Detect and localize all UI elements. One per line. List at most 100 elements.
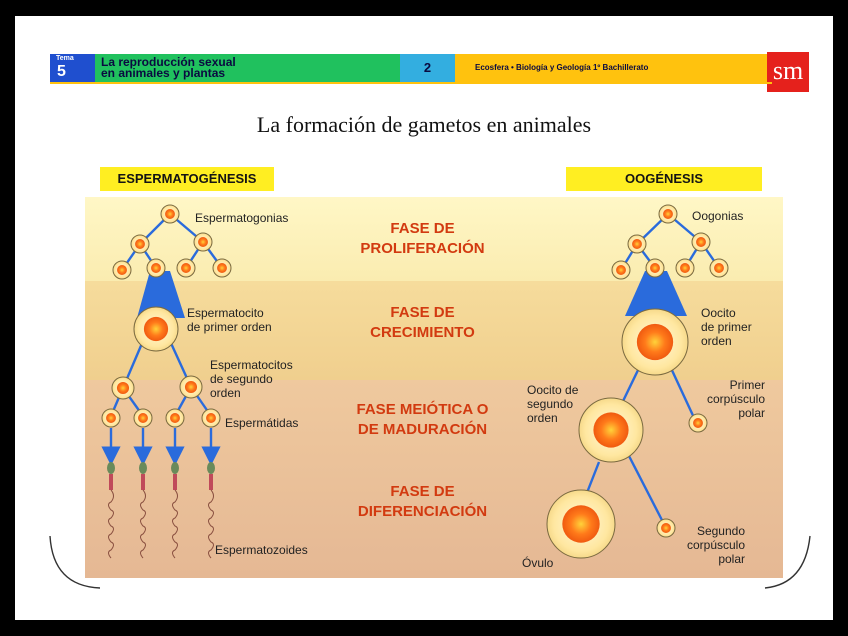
phase-meiotic-line1: FASE MEIÓTICA O xyxy=(356,401,489,418)
tema-label: Tema xyxy=(56,55,74,62)
spermatozoon-1 xyxy=(107,462,115,559)
cell-spermatogonium-top xyxy=(160,204,180,224)
page-title: La formación de gametos en animales xyxy=(256,112,592,137)
label-secondary-oocyte-line3: orden xyxy=(527,411,558,425)
cell-secondary-oocyte xyxy=(578,397,644,463)
label-primary-spermatocyte: Espermatocito de primer orden xyxy=(187,306,272,334)
cell-secondary-oocyte-nucleus xyxy=(593,412,629,448)
spermatozoon-2-head xyxy=(139,462,147,474)
label-oogonia: Oogonias xyxy=(692,209,744,223)
cell-second-polar-body xyxy=(656,518,676,538)
cell-oogonium-right xyxy=(691,232,711,252)
cell-oogonium-top xyxy=(658,204,678,224)
cell-spermatid-2-nucleus xyxy=(138,413,148,423)
label-spermatids: Espermátidas xyxy=(225,416,299,430)
phase-proliferation-line2: PROLIFERACIÓN xyxy=(360,240,485,257)
book-info-box: Ecosfera • Biología y Geología 1º Bachil… xyxy=(455,54,775,82)
spermatozoon-4-head xyxy=(207,462,215,474)
cell-secondary-spermatocyte-right-nucleus xyxy=(184,380,198,394)
label-secondary-oocyte-line2: segundo xyxy=(527,397,574,411)
cell-spermatid-2 xyxy=(133,408,153,428)
cell-primary-oocyte xyxy=(621,308,689,376)
phase-proliferation-line1: FASE DE xyxy=(390,220,455,237)
cell-spermatogonium-right xyxy=(193,232,213,252)
spermatozoon-1-tail xyxy=(108,489,114,559)
publisher-logo: sm xyxy=(767,52,809,92)
unit-title-line2: en animales y plantas xyxy=(101,66,226,80)
cell-spermatogonium-bottom-3-nucleus xyxy=(181,263,191,273)
phase-meiotic: FASE MEIÓTICA O DE MADURACIÓN xyxy=(325,400,520,440)
growth-fan-left xyxy=(137,271,185,318)
cell-oogonium-left xyxy=(627,234,647,254)
cell-oogonium-bottom-1 xyxy=(611,260,631,280)
cell-first-polar-body xyxy=(688,413,708,433)
cell-secondary-spermatocyte-left-nucleus xyxy=(116,381,130,395)
label-primary-spermatocyte-line1: Espermatocito xyxy=(187,306,264,320)
label-primary-spermatocyte-line2: de primer orden xyxy=(187,320,272,334)
cell-spermatid-3 xyxy=(165,408,185,428)
cell-spermatogonium-top-nucleus xyxy=(165,209,175,219)
cell-spermatogonium-bottom-1-nucleus xyxy=(117,265,127,275)
label-first-polar-body: Primer corpúsculo polar xyxy=(705,378,765,420)
cell-primary-oocyte-nucleus xyxy=(636,323,674,361)
label-first-polar-body-line2: corpúsculo xyxy=(706,392,765,406)
cell-oogonium-bottom-3-nucleus xyxy=(680,263,690,273)
label-secondary-spermatocytes-line1: Espermatocitos xyxy=(210,358,293,372)
phase-differentiation-line2: DIFERENCIACIÓN xyxy=(357,503,488,520)
cell-spermatid-3-nucleus xyxy=(170,413,180,423)
phase-growth-line2: CRECIMIENTO xyxy=(370,324,475,341)
spermatozoon-4-tail xyxy=(208,489,214,559)
label-secondary-spermatocytes-line3: orden xyxy=(210,386,241,400)
phase-proliferation: FASE DE PROLIFERACIÓN xyxy=(325,219,520,259)
spermatozoon-4-midpiece xyxy=(209,474,213,490)
cell-ovum xyxy=(546,489,616,559)
label-second-polar-body: Segundo corpúsculo polar xyxy=(675,524,745,566)
label-first-polar-body-line3: polar xyxy=(738,406,765,420)
cell-oogonium-bottom-1-nucleus xyxy=(616,265,626,275)
book-info: Ecosfera • Biología y Geología 1º Bachil… xyxy=(475,63,649,72)
label-primary-oocyte-line1: Oocito xyxy=(701,306,736,320)
spermatozoon-2-midpiece xyxy=(141,474,145,490)
cell-ovum-nucleus xyxy=(562,505,600,543)
band-maturation xyxy=(85,380,783,578)
label-secondary-oocyte: Oocito de segundo orden xyxy=(527,383,578,425)
label-primary-oocyte: Oocito de primer orden xyxy=(701,306,752,348)
growth-fan-right xyxy=(625,271,687,316)
phase-meiotic-line2: DE MADURACIÓN xyxy=(357,421,488,438)
spermatozoon-3-midpiece xyxy=(173,474,177,490)
section-oogenesis: OOGÉNESIS xyxy=(566,167,762,191)
spermatozoon-1-head xyxy=(107,462,115,474)
label-second-polar-body-line1: Segundo xyxy=(696,524,745,538)
cell-secondary-spermatocyte-left xyxy=(111,376,135,400)
label-secondary-spermatocytes: Espermatocitos de segundo orden xyxy=(210,358,293,400)
spermatozoon-3 xyxy=(171,462,179,559)
cell-oogonium-bottom-4-nucleus xyxy=(714,263,724,273)
cell-oogonium-bottom-4 xyxy=(709,258,729,278)
cell-spermatogonium-left-nucleus xyxy=(135,239,145,249)
label-second-polar-body-line3: polar xyxy=(718,552,745,566)
cell-oogonium-bottom-3 xyxy=(675,258,695,278)
cell-oogonium-right-nucleus xyxy=(696,237,706,247)
spermatozoon-3-tail xyxy=(172,489,178,559)
cell-spermatogonium-bottom-4 xyxy=(212,258,232,278)
cell-spermatogonium-bottom-3 xyxy=(176,258,196,278)
label-spermatozoa: Espermatozoides xyxy=(215,543,308,557)
header-divider xyxy=(50,82,772,84)
cell-spermatogonium-bottom-4-nucleus xyxy=(217,263,227,273)
cell-spermatogonium-bottom-2-nucleus xyxy=(151,263,161,273)
spermatozoon-2 xyxy=(139,462,147,559)
cell-spermatid-4-nucleus xyxy=(206,413,216,423)
cell-spermatogonium-left xyxy=(130,234,150,254)
cell-first-polar-body-nucleus xyxy=(693,418,703,428)
spermatozoon-3-head xyxy=(171,462,179,474)
cell-spermatogonium-bottom-1 xyxy=(112,260,132,280)
unit-title-box: La reproducción sexual en animales y pla… xyxy=(95,54,415,82)
cell-secondary-spermatocyte-right xyxy=(179,375,203,399)
label-primary-oocyte-line2: de primer xyxy=(701,320,752,334)
phase-growth: FASE DE CRECIMIENTO xyxy=(325,303,520,343)
spermatozoon-1-midpiece xyxy=(109,474,113,490)
link-primary-oocyte-polar1 xyxy=(668,365,698,423)
cell-oogonium-left-nucleus xyxy=(632,239,642,249)
slide: Tema 5 La reproducción sexual en animale… xyxy=(15,16,833,620)
label-first-polar-body-line1: Primer xyxy=(729,378,765,392)
